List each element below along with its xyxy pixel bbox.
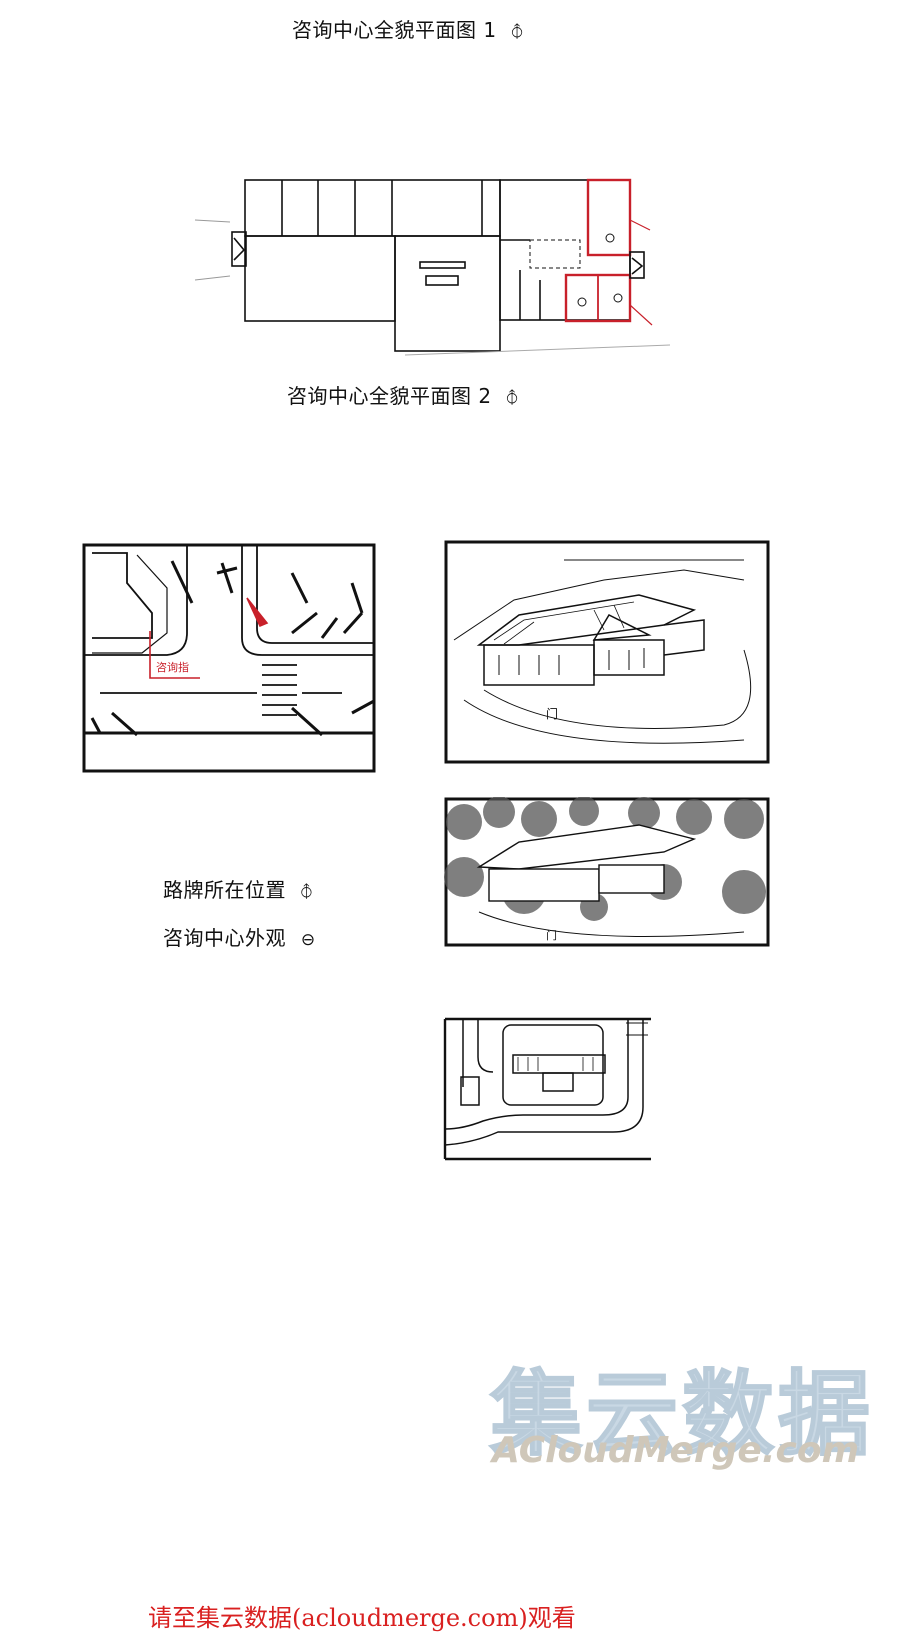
north-arrow-icon: ⦽	[511, 22, 524, 42]
north-arrow-icon: ⦽	[300, 882, 313, 902]
sign-location-caption-text: 路牌所在位置	[163, 878, 286, 902]
north-arrow-icon: ⦽	[506, 388, 519, 408]
plan2-caption: 咨询中心全貌平面图 2 ⦽	[287, 380, 518, 409]
floor-plan-drawing	[190, 170, 670, 360]
svg-text:门: 门	[546, 928, 557, 942]
svg-text:门: 门	[546, 706, 558, 721]
street-sign-note: 咨询指	[156, 660, 189, 674]
site-plan-sketch	[443, 1017, 653, 1161]
east-arrow-icon: ⊖	[300, 930, 316, 950]
watermark-logo-cn: 集云数据	[489, 1360, 875, 1469]
plan1-caption-text: 咨询中心全貌平面图 1	[292, 18, 497, 42]
watermark-logo-en: ACloudMerge.com	[492, 1430, 860, 1471]
street-sign-location-sketch: 咨询指	[82, 543, 376, 773]
exterior-rendered-sketch: 门	[444, 797, 770, 947]
exterior-perspective-sketch: 门	[444, 540, 770, 764]
plan2-caption-text: 咨询中心全貌平面图 2	[287, 384, 492, 408]
exterior-caption: 咨询中心外观 ⊖	[163, 922, 316, 951]
sign-location-caption: 路牌所在位置 ⦽	[163, 874, 312, 903]
plan1-caption: 咨询中心全貌平面图 1 ⦽	[292, 14, 523, 43]
footer-notice: 请至集云数据(acloudmerge.com)观看	[148, 1604, 576, 1632]
exterior-caption-text: 咨询中心外观	[163, 926, 286, 950]
